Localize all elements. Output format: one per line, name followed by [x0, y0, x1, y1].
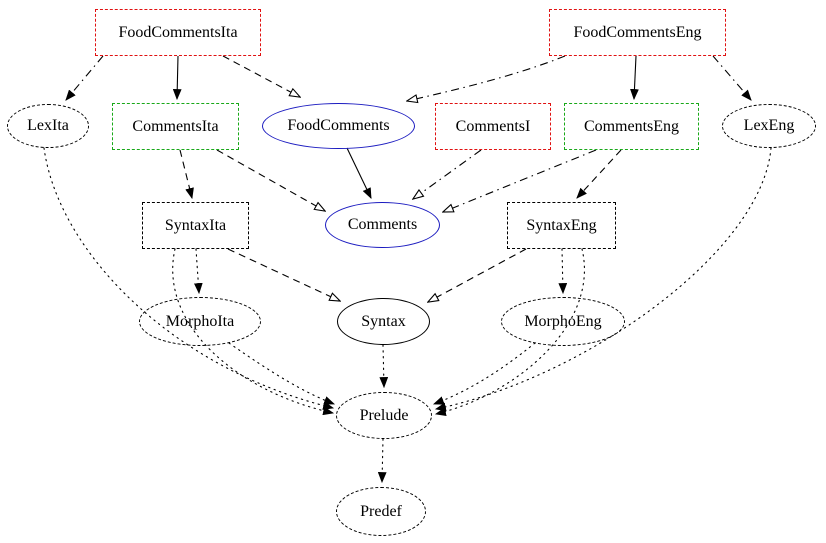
node-foodcomments: FoodComments [262, 103, 415, 149]
edge-lexeng-prelude [434, 147, 772, 412]
node-morphoita-label: MorphoIta [165, 312, 235, 330]
edge-prelude-predef [377, 438, 387, 484]
node-commentsita: CommentsIta [112, 103, 239, 150]
node-morphoita: MorphoIta [139, 297, 261, 346]
node-morphoeng: MorphoEng [501, 297, 625, 346]
edge-foodcommentseng-lexeng [712, 55, 752, 101]
edge-morphoeng-prelude [432, 342, 536, 405]
node-lexeng: LexEng [722, 104, 816, 148]
edge-foodcommentseng-foodcomments [407, 55, 566, 101]
node-commentsita-label: CommentsIta [132, 117, 219, 135]
node-foodcommentsita: FoodCommentsIta [95, 9, 261, 56]
edge-syntaxita-prelude [172, 248, 335, 416]
edge-syntaxeng-morphoeng [558, 248, 568, 295]
edge-syntax-prelude [379, 344, 389, 389]
node-foodcommentseng-label: FoodCommentsEng [573, 23, 702, 41]
node-commentsi-label: CommentsI [455, 117, 531, 135]
node-comments: Comments [325, 202, 440, 248]
node-lexita-label: LexIta [27, 117, 69, 134]
node-foodcomments-label: FoodComments [287, 117, 390, 134]
node-predef: Predef [336, 487, 426, 536]
edge-foodcommentsita-lexita [65, 55, 104, 101]
edge-morphoita-prelude [228, 342, 336, 405]
node-morphoeng-label: MorphoEng [524, 312, 602, 330]
edge-commentseng-syntaxeng [576, 149, 622, 199]
edge-syntaxeng-syntax [428, 248, 527, 302]
edge-foodcommentseng-commentseng [630, 55, 639, 101]
node-lexita: LexIta [7, 104, 89, 148]
node-predef-label: Predef [360, 502, 402, 520]
edge-commentsita-comments [216, 149, 325, 211]
node-syntaxeng: SyntaxEng [507, 202, 616, 249]
node-prelude-label: Prelude [359, 406, 409, 424]
edge-lexita-prelude [43, 147, 335, 410]
node-commentseng: CommentsEng [564, 103, 699, 150]
edge-syntaxeng-prelude [434, 248, 585, 416]
edge-commentsita-syntaxita [179, 149, 194, 200]
node-lexeng-label: LexEng [743, 117, 795, 134]
edge-syntaxita-syntax [227, 248, 340, 301]
edge-foodcomments-comments [346, 147, 372, 199]
node-syntaxeng-label: SyntaxEng [526, 216, 597, 234]
edge-foodcommentsita-foodcomments [222, 55, 300, 97]
edge-foodcommentsita-commentsita [172, 55, 182, 101]
node-syntaxita: SyntaxIta [142, 202, 249, 249]
node-commentsi: CommentsI [435, 103, 551, 150]
node-syntaxita-label: SyntaxIta [164, 216, 227, 234]
node-foodcommentseng: FoodCommentsEng [549, 9, 726, 56]
node-prelude: Prelude [336, 392, 432, 439]
node-syntax-label: Syntax [361, 312, 406, 330]
edge-commentsi-comments [413, 149, 482, 199]
node-commentseng-label: CommentsEng [583, 117, 680, 135]
node-foodcommentsita-label: FoodCommentsIta [118, 23, 238, 41]
node-comments-label: Comments [347, 216, 418, 233]
edge-syntaxita-morphoita [193, 248, 203, 295]
node-syntax: Syntax [337, 298, 430, 345]
